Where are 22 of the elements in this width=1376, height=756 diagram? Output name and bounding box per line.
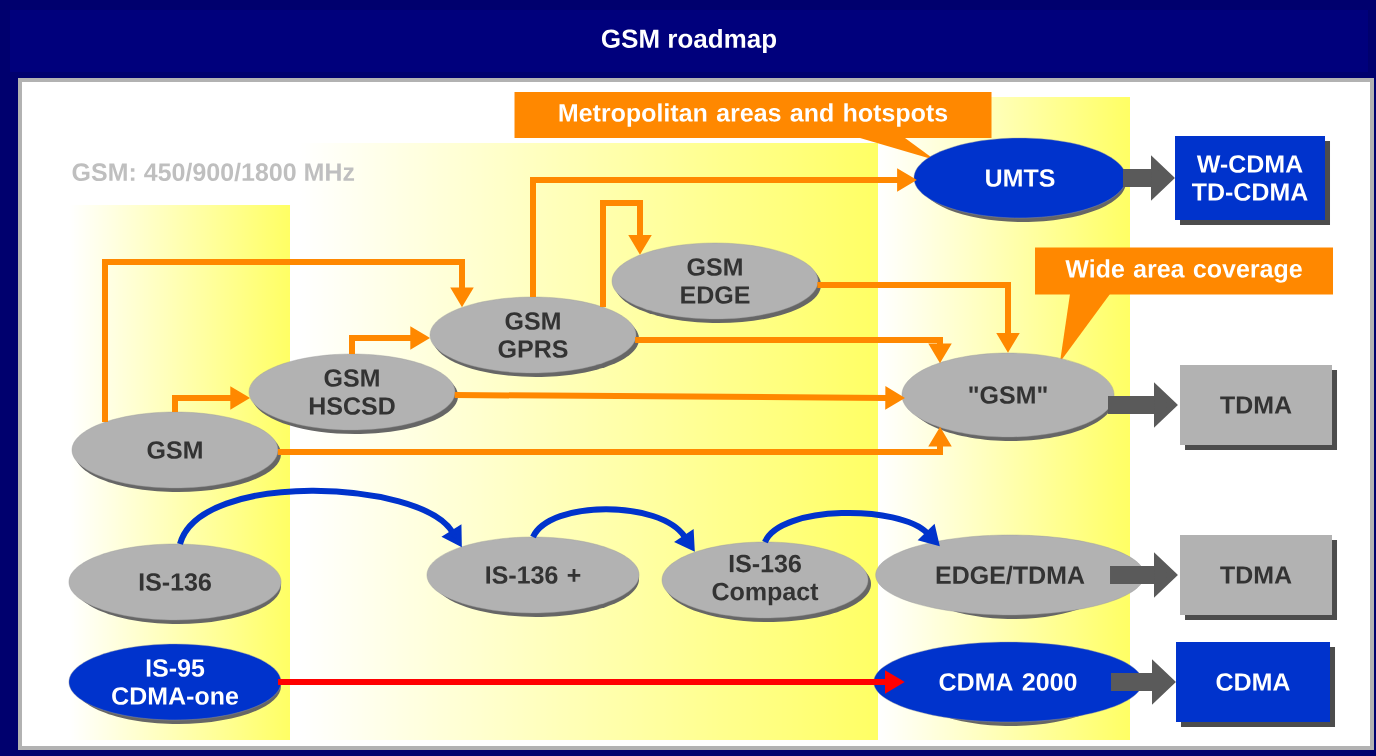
ellipse-node: "GSM"	[901, 352, 1115, 441]
ellipse-node: CDMA 2000	[873, 641, 1143, 726]
ellipse-node: UMTS	[913, 137, 1127, 222]
title-bar: GSM roadmap	[10, 10, 1368, 72]
result-box: TDMA	[1180, 365, 1337, 450]
arrow	[600, 200, 652, 308]
callout-box: Wide area coverage	[1035, 247, 1333, 362]
ellipse-node: GSM GPRS	[429, 296, 639, 377]
ellipse-node: EDGE/TDMA	[875, 534, 1145, 619]
ellipse-node: IS-136 +	[426, 536, 640, 617]
result-box: TDMA	[1180, 535, 1337, 620]
arrow	[102, 259, 474, 423]
frequency-label: GSM: 450/900/1800 MHz	[72, 162, 355, 182]
ellipse-node: GSM EDGE	[611, 242, 821, 323]
callout-box: Metropolitan areas and hotspots	[514, 92, 992, 160]
ellipse-node: GSM	[71, 411, 281, 492]
ellipse-node: IS-95 CDMA-one	[68, 643, 282, 724]
ellipse-node: IS-136 Compact	[661, 541, 871, 622]
ellipse-node: GSM HSCSD	[248, 353, 458, 434]
result-box: CDMA	[1176, 642, 1335, 727]
ellipse-node: IS-136	[68, 543, 282, 624]
result-box: W-CDMA TD-CDMA	[1175, 136, 1330, 225]
